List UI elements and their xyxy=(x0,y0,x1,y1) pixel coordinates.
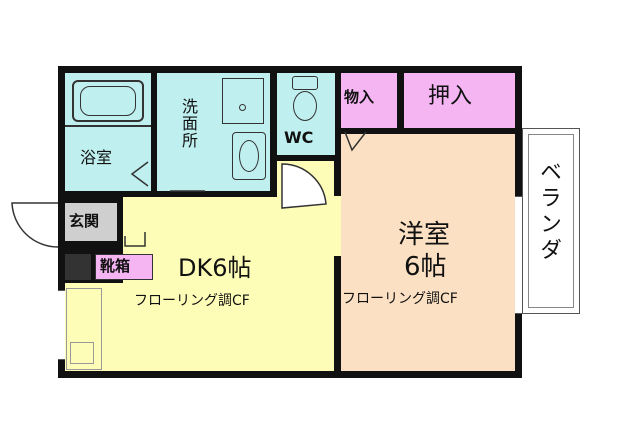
closet-label: 押入 xyxy=(428,84,473,109)
veranda-label: ベランダ xyxy=(536,160,561,264)
bathtub-inner xyxy=(80,86,136,116)
room-dk-left xyxy=(65,283,123,371)
room-closet xyxy=(404,73,515,128)
western-size-label: 6帖 xyxy=(404,252,447,282)
western-name-label: 洋室 xyxy=(398,220,451,250)
bath-label: 浴室 xyxy=(80,148,113,167)
sink xyxy=(232,132,266,180)
kitchen-stove xyxy=(70,342,94,364)
veranda-inner xyxy=(528,134,574,308)
dk-label: DK6帖 xyxy=(178,254,252,282)
wc-label: WC xyxy=(284,128,314,147)
kitchen-counter xyxy=(66,288,102,370)
washing-machine-drain xyxy=(239,104,246,111)
window-veranda xyxy=(515,196,522,314)
sink-basin xyxy=(239,140,259,172)
shoe-box-label: 靴箱 xyxy=(100,257,131,275)
storage-label: 物入 xyxy=(344,88,375,106)
toilet-tank xyxy=(292,76,318,90)
washing-machine-pan xyxy=(222,78,264,124)
bathtub xyxy=(72,80,144,122)
room-storage xyxy=(341,73,397,128)
bath-door-icon xyxy=(130,161,149,187)
shoe-box-dark xyxy=(65,254,91,280)
dk-floor-label: フローリング調CF xyxy=(134,293,250,309)
veranda xyxy=(522,128,580,314)
toilet-bowl xyxy=(293,91,317,121)
bath-divider xyxy=(65,125,151,127)
partition-door-gap xyxy=(334,196,341,256)
room-entrance xyxy=(65,203,117,241)
washroom-label: 洗面所 xyxy=(179,98,198,149)
room-dk xyxy=(123,197,334,371)
room-western xyxy=(341,134,515,371)
entrance-label: 玄関 xyxy=(69,212,100,230)
window-dk xyxy=(58,290,65,360)
western-floor-label: フローリング調CF xyxy=(342,291,458,307)
shoe-box xyxy=(95,254,153,280)
